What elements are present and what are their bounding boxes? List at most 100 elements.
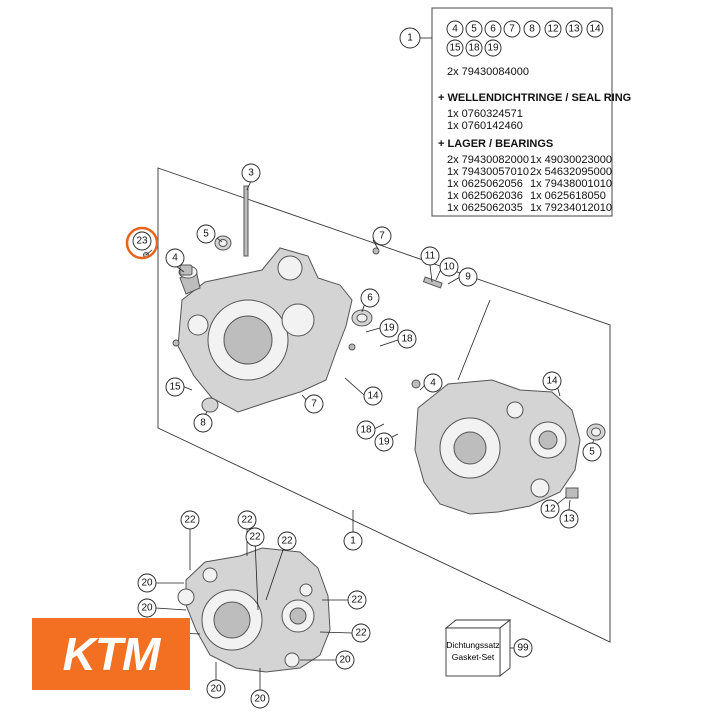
- assembled-crankcase[interactable]: [177, 547, 331, 673]
- svg-text:99: 99: [517, 643, 529, 654]
- svg-text:7: 7: [311, 399, 317, 410]
- svg-text:13: 13: [568, 24, 580, 35]
- ktm-logo-text: KTM: [62, 628, 161, 680]
- callout-18-bottom[interactable]: 18: [356, 420, 376, 440]
- highlight-ring: [125, 226, 159, 260]
- gasket-set[interactable]: Dichtungssatz Gasket-Set 99: [444, 619, 533, 677]
- svg-text:12: 12: [547, 24, 559, 35]
- callout-4-right[interactable]: 4: [423, 373, 443, 393]
- callout-19-bottom[interactable]: 19: [374, 432, 394, 452]
- svg-text:14: 14: [367, 391, 379, 402]
- svg-text:12: 12: [544, 504, 556, 515]
- callout-14-left[interactable]: 14: [363, 386, 383, 406]
- bearing-right-2: 2x 54632095000: [530, 166, 612, 178]
- seal-heading: + WELLENDICHTRINGE / SEAL RING: [438, 92, 631, 104]
- svg-text:22: 22: [355, 628, 367, 639]
- callout-9[interactable]: 9: [458, 267, 478, 287]
- callout-14-right[interactable]: 14: [542, 371, 562, 391]
- svg-text:11: 11: [425, 251, 436, 262]
- svg-text:14: 14: [589, 24, 601, 35]
- svg-text:22: 22: [249, 532, 261, 543]
- svg-text:7: 7: [379, 231, 385, 242]
- callout-4-left[interactable]: 4: [165, 248, 185, 268]
- callout-6[interactable]: 6: [360, 288, 380, 308]
- seal-item-1: 1x 0760324571: [447, 108, 523, 120]
- svg-text:8: 8: [200, 418, 206, 429]
- svg-text:3: 3: [248, 168, 254, 179]
- callout-1-partlist[interactable]: [399, 27, 421, 49]
- exploded-frame: [157, 167, 611, 643]
- svg-text:6: 6: [490, 24, 496, 35]
- subparts-row-1: 4 5 6 7 8 12 13 14: [446, 20, 604, 38]
- callout-7-top[interactable]: 7: [372, 226, 392, 246]
- callout-18-top[interactable]: 18: [397, 329, 417, 349]
- screw-line: 2x 79430084000: [447, 66, 529, 78]
- svg-text:9: 9: [465, 272, 471, 283]
- svg-text:5: 5: [203, 229, 209, 240]
- callout-23-highlighted[interactable]: 23: [125, 226, 159, 260]
- svg-text:7: 7: [509, 24, 515, 35]
- callout-20-d[interactable]: 20: [206, 679, 226, 699]
- callout-12[interactable]: 12: [540, 499, 560, 519]
- callout-5-right[interactable]: 5: [582, 442, 602, 462]
- callout-22-e[interactable]: 22: [347, 590, 367, 610]
- callout-22-d[interactable]: 22: [277, 531, 297, 551]
- callout-5-left[interactable]: 5: [196, 224, 216, 244]
- bearing-right-5: 1x 79234012010: [530, 202, 612, 214]
- svg-text:4: 4: [430, 378, 436, 389]
- ktm-logo: KTM: [32, 618, 190, 690]
- seal-item-2: 1x 0760142460: [447, 120, 523, 132]
- svg-text:20: 20: [141, 578, 153, 589]
- callout-8[interactable]: 8: [193, 413, 213, 433]
- svg-text:23: 23: [136, 236, 148, 247]
- svg-text:15: 15: [449, 43, 461, 54]
- svg-text:19: 19: [487, 43, 499, 54]
- callout-20-a[interactable]: 20: [137, 573, 157, 593]
- svg-text:10: 10: [443, 262, 455, 273]
- svg-text:22: 22: [184, 515, 196, 526]
- svg-text:20: 20: [210, 684, 222, 695]
- svg-text:14: 14: [546, 376, 558, 387]
- svg-text:19: 19: [378, 437, 390, 448]
- bearing-right-3: 1x 79438001010: [530, 178, 612, 190]
- callout-3[interactable]: 3: [241, 163, 261, 183]
- callout-7-bottom[interactable]: 7: [304, 394, 324, 414]
- svg-text:22: 22: [281, 536, 293, 547]
- bearing-left-5: 1x 0625062035: [447, 202, 523, 214]
- callout-20-c[interactable]: 20: [335, 650, 355, 670]
- bearing-right-4: 1x 0625618050: [530, 190, 606, 202]
- bearing-left-3: 1x 0625062056: [447, 178, 523, 190]
- callout-10[interactable]: 10: [439, 257, 459, 277]
- callout-13[interactable]: 13: [559, 509, 579, 529]
- svg-text:13: 13: [563, 514, 575, 525]
- svg-text:5: 5: [589, 447, 595, 458]
- svg-text:6: 6: [367, 293, 373, 304]
- bearing-left-4: 1x 0625062036: [447, 190, 523, 202]
- callout-22-c[interactable]: 22: [245, 527, 265, 547]
- gasket-label-de: Dichtungssatz: [446, 640, 499, 650]
- subparts-row-2: 15 18 19: [446, 39, 502, 57]
- bearing-left-2: 1x 79430057010: [447, 166, 529, 178]
- bearing-left-1: 2x 79430082000: [447, 154, 529, 166]
- left-crankcase-half[interactable]: [177, 247, 353, 413]
- right-crankcase-half[interactable]: [414, 379, 581, 515]
- callout-11[interactable]: 11: [420, 246, 440, 266]
- svg-text:4: 4: [452, 24, 458, 35]
- callout-1-main[interactable]: 1: [343, 531, 363, 551]
- callout-22-b[interactable]: 22: [237, 510, 257, 530]
- svg-text:20: 20: [141, 603, 153, 614]
- callout-20-b[interactable]: 20: [137, 598, 157, 618]
- bearing-heading: + LAGER / BEARINGS: [438, 138, 553, 150]
- svg-text:22: 22: [351, 595, 363, 606]
- callout-19-top[interactable]: 19: [379, 318, 399, 338]
- callout-15[interactable]: 15: [165, 377, 185, 397]
- part-list-box: 1 4 5 6 7 8 12 13 14 15 18 19 2x 7943008…: [399, 7, 631, 217]
- callout-20-e[interactable]: 20: [250, 689, 270, 709]
- callout-22-a[interactable]: 22: [180, 510, 200, 530]
- callout-22-f[interactable]: 22: [351, 623, 371, 643]
- callouts: 3 5 4 7 6 19 18 14 7 15 8 11 10 9 4 18 1…: [125, 163, 602, 709]
- svg-text:5: 5: [471, 24, 477, 35]
- svg-text:19: 19: [383, 323, 395, 334]
- svg-text:18: 18: [360, 425, 372, 436]
